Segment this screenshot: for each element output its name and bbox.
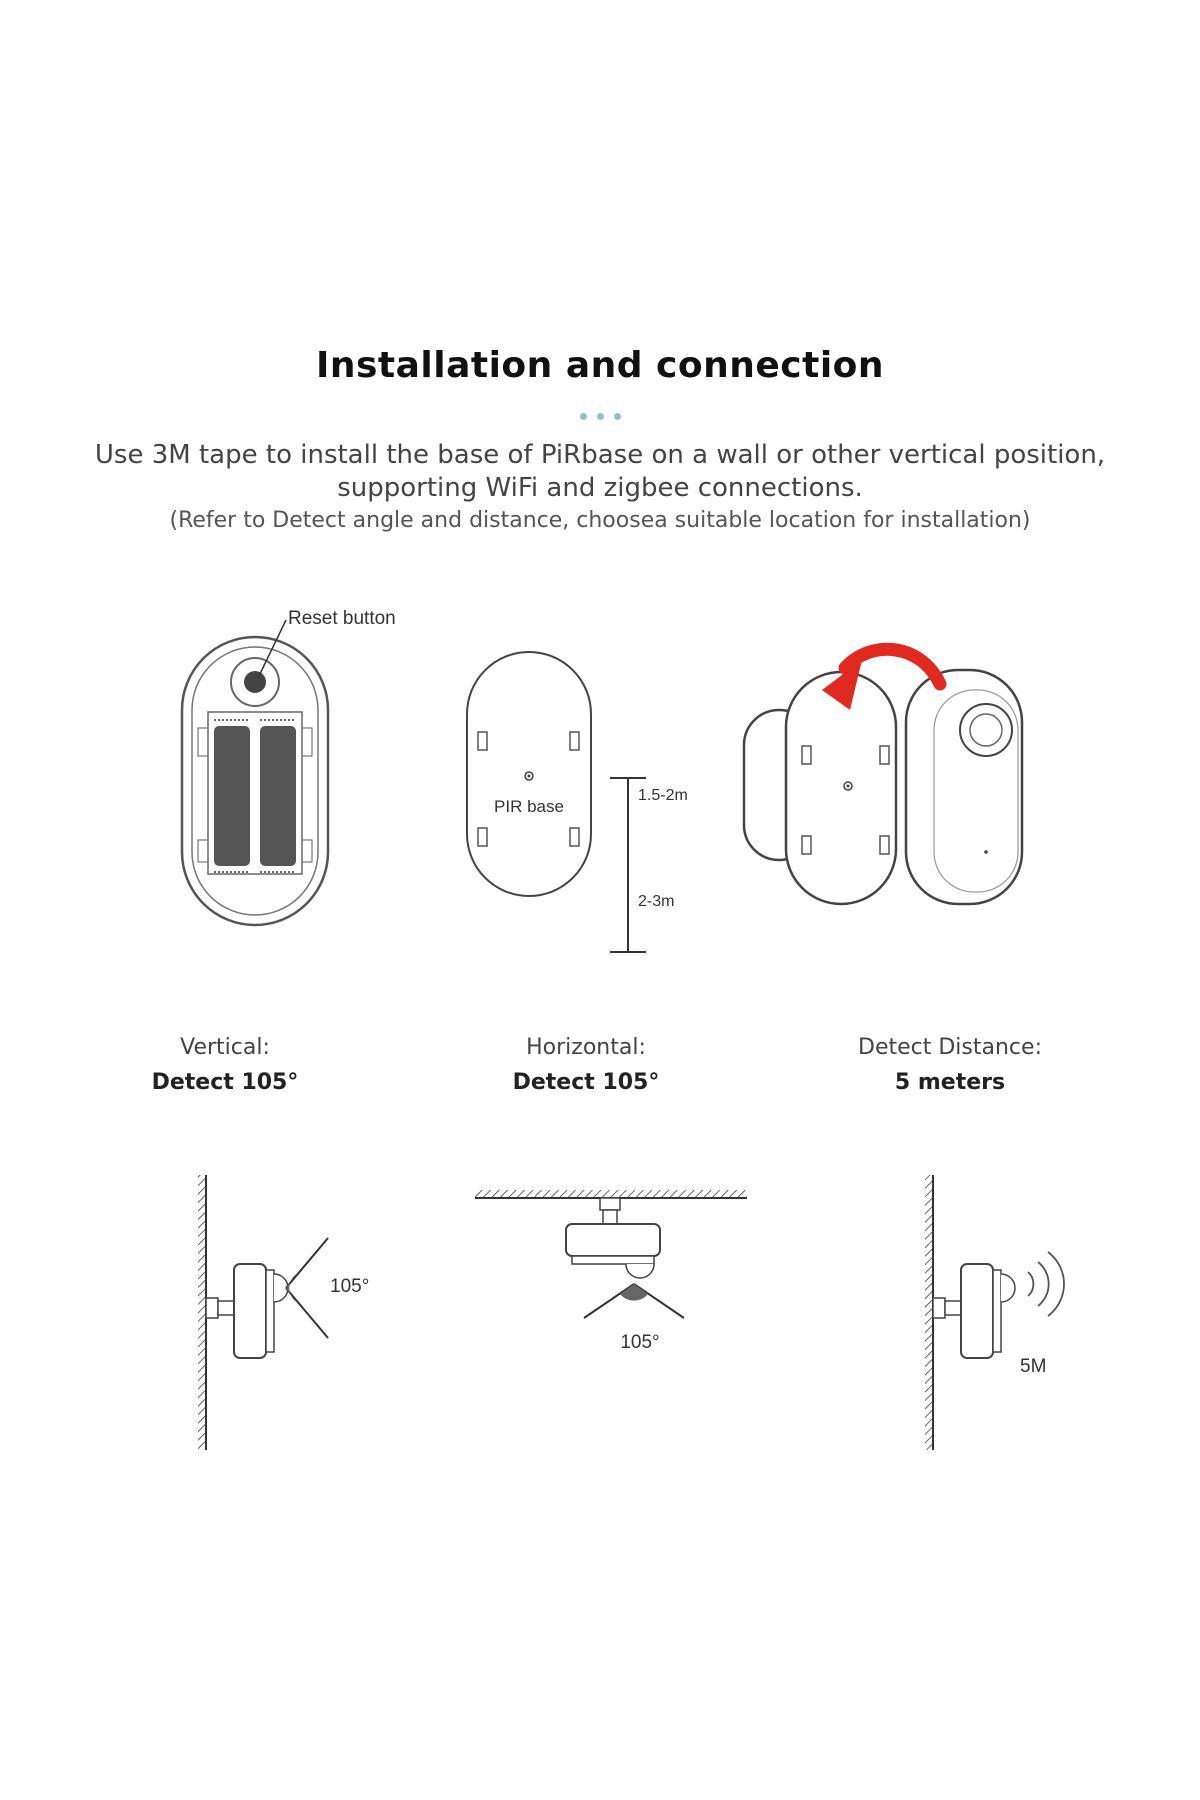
signal-wave [1027, 1271, 1035, 1297]
attach-arrow [838, 642, 947, 691]
reset-button-label: Reset button [288, 608, 396, 629]
signal-wave [1037, 1261, 1050, 1307]
description-note: (Refer to Detect angle and distance, cho… [169, 508, 1031, 533]
spec-vertical-value: Detect 105° [151, 1070, 299, 1095]
sensor-battery-view: Reset button [180, 608, 396, 927]
height-scale: 1.5-2m 2-3m [610, 777, 688, 953]
vertical-angle-label: 105° [330, 1276, 369, 1297]
signal-wave [1047, 1251, 1065, 1317]
divider-dot [613, 413, 621, 420]
spec-horizontal: Horizontal: Detect 105° [436, 1035, 736, 1095]
divider-dot [579, 413, 587, 420]
spec-vertical-label: Vertical: [180, 1035, 270, 1060]
vertical-detection-diagram: 105° [198, 1175, 369, 1450]
distance-detection-diagram: 5M [925, 1175, 1065, 1450]
horizontal-detection-diagram: 105° [475, 1190, 747, 1353]
pir-base-view: PIR base [466, 651, 592, 897]
spec-horizontal-value: Detect 105° [512, 1070, 660, 1095]
description-line-2: supporting WiFi and zigbee connections. [337, 473, 863, 503]
reset-button-dot [244, 671, 266, 693]
battery [214, 726, 250, 866]
spec-distance-label: Detect Distance: [858, 1035, 1042, 1060]
spec-distance: Detect Distance: 5 meters [800, 1035, 1100, 1095]
spec-vertical: Vertical: Detect 105° [75, 1035, 375, 1095]
divider-dot [596, 413, 604, 420]
battery [260, 726, 296, 866]
sensor-attach-view [742, 642, 1024, 906]
height-upper-label: 1.5-2m [638, 787, 688, 804]
spec-distance-value: 5 meters [894, 1070, 1006, 1095]
height-lower-label: 2-3m [638, 893, 674, 910]
title-divider-dots [0, 405, 1200, 424]
spec-horizontal-label: Horizontal: [526, 1035, 646, 1060]
distance-label: 5M [1020, 1356, 1046, 1377]
description-line-1: Use 3M tape to install the base of PiRba… [94, 440, 1106, 470]
page-title: Installation and connection [315, 345, 885, 386]
horizontal-angle-label: 105° [620, 1332, 659, 1353]
pir-base-label: PIR base [494, 797, 564, 816]
